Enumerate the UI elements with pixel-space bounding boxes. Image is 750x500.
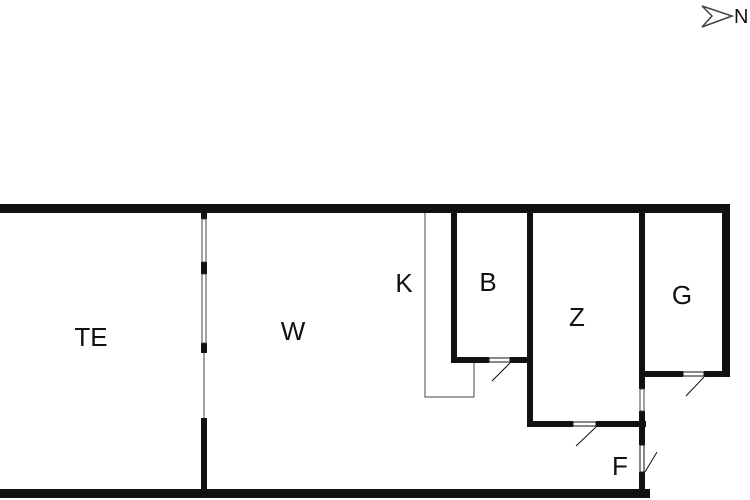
north-label: N xyxy=(734,6,748,28)
te-w-partition-top xyxy=(201,213,207,219)
window-te-w-2 xyxy=(201,273,207,344)
door-z xyxy=(575,426,597,447)
door-b-frame xyxy=(488,357,511,363)
door-b xyxy=(491,362,511,382)
room-label-te: TE xyxy=(74,322,107,352)
g-wall-left xyxy=(639,213,645,389)
top-wall xyxy=(0,204,730,213)
te-w-partition-mid xyxy=(201,262,207,274)
b-wall-left xyxy=(451,213,457,363)
b-wall-bottom-right xyxy=(510,357,532,363)
g-wall-bottom-right xyxy=(704,371,730,377)
doors xyxy=(488,357,705,473)
room-label-b: B xyxy=(479,267,496,297)
te-w-partition-low xyxy=(201,343,207,353)
walls xyxy=(0,204,730,498)
z-wall-bottom-left xyxy=(527,421,573,427)
f-wall-left-bottom xyxy=(639,472,645,492)
room-label-k: K xyxy=(395,268,413,298)
f-wall-left-low xyxy=(639,411,645,445)
door-f-frame xyxy=(639,444,645,473)
door-g xyxy=(685,376,705,397)
b-wall-bottom-left xyxy=(451,357,489,363)
window-te-w-1 xyxy=(201,218,207,263)
north-arrow-icon: N xyxy=(701,5,748,28)
room-label-w: W xyxy=(281,316,306,346)
door-z-frame xyxy=(572,421,597,427)
windows xyxy=(201,218,645,418)
window-f xyxy=(639,388,645,412)
z-wall-left xyxy=(527,213,533,427)
bottom-wall xyxy=(0,489,650,498)
right-wall xyxy=(722,204,730,376)
kitchen-counter xyxy=(424,213,475,398)
g-wall-bottom-left xyxy=(639,371,683,377)
door-f xyxy=(644,451,658,473)
door-g-frame xyxy=(682,371,705,377)
te-w-partition-bottom xyxy=(201,418,207,490)
room-label-f: F xyxy=(612,451,628,481)
z-wall-bottom-right xyxy=(596,421,646,427)
room-label-z: Z xyxy=(569,302,585,332)
room-label-g: G xyxy=(672,280,692,310)
